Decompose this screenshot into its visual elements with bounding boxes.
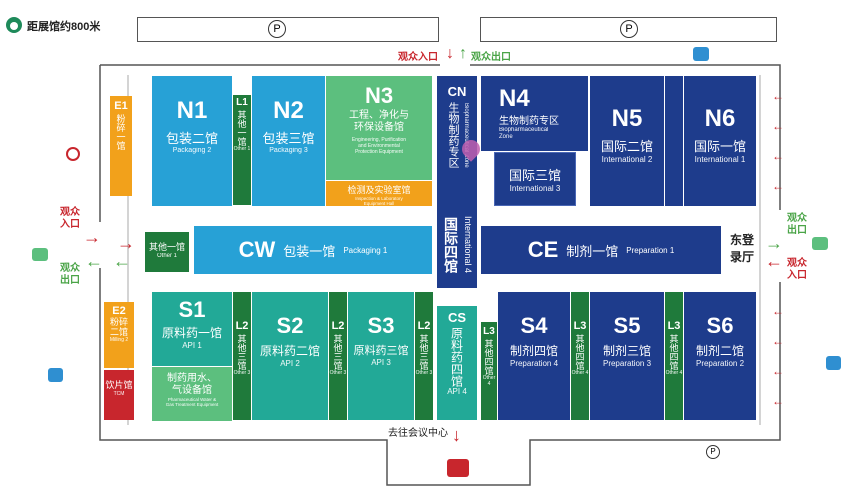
hall-N3-inspection[interactable]: 检测及实验室馆 Inspection & Laboratory Equipmen…: [326, 181, 432, 206]
hall-other-1[interactable]: 其他一馆 Other 1: [145, 232, 189, 272]
hall-S5[interactable]: S5 制剂三馆 Preparation 3: [590, 292, 664, 420]
entry-arrow: ←: [772, 149, 784, 163]
entry-arrow: ←: [772, 119, 784, 133]
hall-CE[interactable]: CE 制剂一馆 Preparation 1: [481, 226, 721, 274]
parking-icon: P: [620, 20, 638, 38]
parking-icon: P: [268, 20, 286, 38]
entry-arrow: ←: [772, 394, 784, 408]
hall-L3-b[interactable]: L3 其他四馆 Other 4: [571, 292, 589, 420]
hall-L1[interactable]: L1 其他一馆 Other 1: [233, 95, 251, 205]
west-exit-label: 观众 出口: [60, 263, 80, 286]
exit-arrow: ←: [113, 251, 131, 271]
entry-arrow: ←: [772, 304, 784, 318]
metro-icon-inner: [10, 22, 18, 30]
parking-area-ne: [480, 17, 777, 42]
hall-L2-c[interactable]: L2 其他三馆 Other 3: [415, 292, 433, 420]
hall-S3[interactable]: S3 原料药三馆 API 3: [348, 292, 414, 420]
hall-S4[interactable]: S4 制剂四馆 Preparation 4: [498, 292, 570, 420]
entry-arrow: ←: [772, 89, 784, 103]
parking-area-nw: [137, 17, 439, 42]
west-entrance-label: 观众 入口: [60, 207, 80, 230]
hall-TCM[interactable]: 饮片馆 TCM: [104, 370, 134, 420]
exit-arrow: ←: [85, 251, 103, 271]
hall-N3[interactable]: N3 工程、净化与 环保设备馆 Engineering, Purificatio…: [326, 76, 432, 180]
hall-international-4[interactable]: 国际四馆 International 4: [437, 192, 477, 288]
hall-S2[interactable]: S2 原料药二馆 API 2: [252, 292, 328, 420]
hall-S1[interactable]: S1 原料药一馆 API 1: [152, 292, 232, 366]
entry-arrow: →: [117, 233, 135, 253]
entry-arrow: ←: [772, 179, 784, 193]
entry-arrow: ←: [772, 364, 784, 378]
north-exit-label: 观众出口: [471, 52, 511, 63]
hall-S1-water[interactable]: 制药用水、 气设备馆 Pharmaceutical Water & Gas Tr…: [152, 367, 232, 421]
hall-N2[interactable]: N2 包装三馆 Packaging 3: [252, 76, 325, 206]
hall-L2-a[interactable]: L2 其他三馆 Other 3: [233, 292, 251, 420]
entry-arrow: ←: [765, 251, 783, 271]
exit-arrow: →: [765, 233, 783, 253]
entry-arrow: →: [83, 227, 101, 247]
hall-N6[interactable]: N6 国际一馆 International 1: [684, 76, 756, 206]
east-entrance-label: 观众 入口: [787, 258, 807, 281]
east-exit-label: 观众 出口: [787, 213, 807, 236]
bus-icon: [826, 356, 841, 370]
hall-E2[interactable]: E2 粉碎 二馆 Milling 2: [104, 302, 134, 368]
entry-arrow: ↓: [446, 45, 454, 62]
hall-international-3[interactable]: 国际三馆 International 3: [494, 152, 576, 206]
hall-N4[interactable]: N4 生物制药专区 Biopharmaceutical Zone: [481, 76, 588, 151]
distance-label: 距展馆约800米: [27, 21, 101, 33]
exit-arrow: ↑: [459, 45, 467, 62]
conference-center-label: 去往会议中心: [388, 428, 448, 439]
hall-L3-a[interactable]: L3 其他四馆 Other 4: [481, 322, 497, 420]
entry-arrow: ↓: [452, 425, 461, 445]
hall-S6[interactable]: S6 制剂二馆 Preparation 2: [684, 292, 756, 420]
hall-L3-c[interactable]: L3 其他四馆 Other 4: [665, 292, 683, 420]
bus-icon: [48, 368, 63, 382]
hall-E1[interactable]: E1 粉碎一馆: [110, 96, 132, 196]
east-registration-hall[interactable]: 东登 录厅: [729, 233, 754, 264]
hall-CS[interactable]: CS 原料药四馆 API 4: [437, 306, 477, 420]
entry-arrow: ←: [772, 334, 784, 348]
parking-icon: P: [706, 445, 720, 459]
hall-CW[interactable]: CW 包装一馆 Packaging 1: [194, 226, 432, 274]
conference-icon: [447, 459, 469, 477]
hall-N1[interactable]: N1 包装二馆 Packaging 2: [152, 76, 232, 206]
hall-spacer: [665, 76, 683, 206]
car-icon: [32, 248, 48, 261]
hall-N5[interactable]: N5 国际二馆 International 2: [590, 76, 664, 206]
car-icon: [812, 237, 828, 250]
bus-icon: [693, 47, 709, 61]
north-entrance-label: 观众入口: [398, 52, 438, 63]
train-icon: [66, 147, 80, 161]
hall-L2-b[interactable]: L2 其他三馆 Other 3: [329, 292, 347, 420]
